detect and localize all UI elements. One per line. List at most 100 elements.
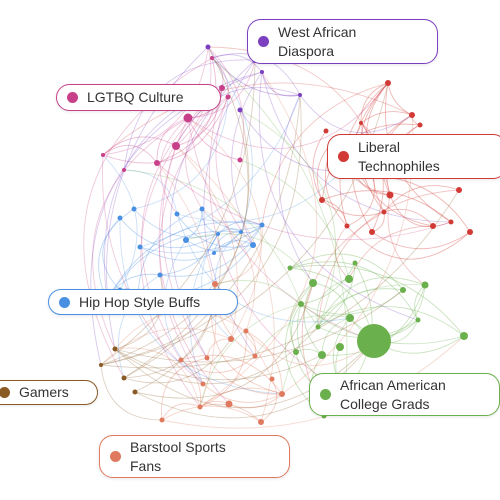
graph-node-hiphop[interactable] (216, 232, 220, 236)
label-barstool-sports-fans[interactable]: Barstool Sports Fans (99, 435, 290, 478)
graph-node-african-american[interactable] (460, 332, 468, 340)
graph-node-lgbtq[interactable] (122, 168, 126, 172)
graph-node-hiphop[interactable] (174, 211, 180, 217)
graph-node-lgbtq[interactable] (101, 153, 105, 157)
graph-edge (159, 96, 229, 385)
graph-edge (317, 277, 426, 328)
label-hip-hop-style-buffs[interactable]: Hip Hop Style Buffs (48, 289, 238, 315)
graph-node-lgbtq[interactable] (225, 94, 231, 100)
graph-node-african-american[interactable] (287, 265, 293, 271)
graph-node-lgbtq[interactable] (237, 157, 243, 163)
graph-node-barstool[interactable] (225, 400, 233, 408)
african-american-college-grads-label-line2: College Grads (340, 395, 430, 412)
graph-node-liberal[interactable] (359, 121, 363, 125)
graph-node-barstool[interactable] (178, 357, 184, 363)
graph-node-african-american[interactable] (309, 279, 317, 287)
graph-node-barstool[interactable] (212, 281, 218, 287)
african-american-college-grads-label-line1: African American (340, 376, 446, 393)
graph-node-barstool[interactable] (159, 417, 165, 423)
graph-node-liberal[interactable] (369, 229, 375, 235)
graph-node-hiphop[interactable] (157, 272, 163, 278)
graph-node-lgbtq[interactable] (183, 113, 193, 123)
graph-node-barstool[interactable] (204, 355, 210, 361)
label-lgtbq-culture[interactable]: LGTBQ Culture (56, 84, 221, 111)
graph-node-african-american[interactable] (346, 314, 354, 322)
graph-node-hiphop[interactable] (259, 222, 265, 228)
graph-node-hiphop[interactable] (137, 244, 143, 250)
gamers-dot (0, 387, 10, 398)
graph-node-hiphop[interactable] (117, 215, 123, 221)
graph-edge (114, 289, 404, 363)
label-african-american-college-grads[interactable]: African American College Grads (309, 373, 500, 416)
graph-node-hiphop[interactable] (250, 242, 256, 248)
graph-node-hiphop[interactable] (212, 251, 216, 255)
graph-node-african-american[interactable] (415, 317, 421, 323)
graph-node-barstool[interactable] (200, 381, 206, 387)
graph-node-african-american[interactable] (357, 324, 391, 358)
graph-edge (104, 71, 263, 301)
graph-edge (187, 59, 256, 119)
graph-node-barstool[interactable] (197, 404, 203, 410)
graph-node-barstool[interactable] (258, 419, 264, 425)
graph-node-african-american[interactable] (315, 324, 321, 330)
graph-node-liberal[interactable] (319, 197, 325, 203)
graph-edge (346, 225, 471, 260)
graph-node-liberal[interactable] (467, 229, 473, 235)
graph-node-lgbtq[interactable] (172, 142, 180, 150)
graph-node-liberal[interactable] (386, 191, 394, 199)
graph-node-gamers[interactable] (112, 346, 118, 352)
graph-node-african-american[interactable] (336, 343, 344, 351)
graph-node-gamers[interactable] (121, 375, 127, 381)
graph-node-barstool[interactable] (279, 391, 285, 397)
graph-node-liberal[interactable] (409, 112, 415, 118)
graph-node-liberal[interactable] (381, 209, 387, 215)
graph-edge (175, 87, 223, 147)
graph-node-lgbtq[interactable] (154, 160, 160, 166)
label-liberal-technophiles[interactable]: Liberal Technophiles (327, 134, 500, 179)
graph-edge (102, 136, 177, 156)
graph-node-barstool[interactable] (269, 376, 275, 382)
graph-node-african-american[interactable] (400, 287, 406, 293)
graph-edge (114, 347, 201, 408)
graph-node-gamers[interactable] (99, 363, 103, 367)
graph-node-west-african[interactable] (298, 93, 302, 97)
graph-edge (123, 338, 232, 384)
graph-node-liberal[interactable] (448, 219, 454, 225)
barstool-sports-fans-dot (110, 451, 121, 462)
graph-node-liberal[interactable] (344, 223, 350, 229)
graph-edge (211, 57, 253, 233)
graph-node-liberal[interactable] (385, 80, 391, 86)
graph-node-west-african[interactable] (205, 44, 211, 50)
graph-node-barstool[interactable] (243, 328, 249, 334)
graph-edge (187, 117, 375, 342)
graph-edge (180, 359, 202, 408)
graph-node-barstool[interactable] (228, 336, 234, 342)
graph-node-liberal[interactable] (430, 223, 436, 229)
graph-edge (278, 94, 314, 284)
graph-edge (300, 289, 404, 315)
graph-node-lgbtq[interactable] (210, 56, 214, 60)
graph-node-hiphop[interactable] (183, 237, 189, 243)
graph-node-liberal[interactable] (417, 122, 423, 128)
graph-node-african-american[interactable] (421, 281, 429, 289)
graph-node-liberal[interactable] (456, 187, 462, 193)
graph-node-hiphop[interactable] (131, 206, 137, 212)
graph-edge (207, 46, 245, 161)
graph-node-hiphop[interactable] (199, 206, 205, 212)
graph-node-african-american[interactable] (293, 349, 299, 355)
graph-edge (346, 175, 375, 227)
label-west-african-diaspora[interactable]: West African Diaspora (247, 19, 438, 64)
label-gamers[interactable]: Gamers (0, 380, 98, 405)
graph-node-african-american[interactable] (352, 260, 358, 266)
graph-node-african-american[interactable] (298, 301, 304, 307)
graph-node-african-american[interactable] (345, 275, 353, 283)
graph-node-liberal[interactable] (323, 128, 329, 134)
graph-node-african-american[interactable] (318, 351, 326, 359)
graph-node-hiphop[interactable] (239, 230, 243, 234)
graph-node-west-african[interactable] (260, 70, 264, 74)
graph-node-gamers[interactable] (132, 389, 138, 395)
graph-node-west-african[interactable] (237, 107, 243, 113)
west-african-diaspora-label-line2: Diaspora (278, 42, 335, 59)
graph-node-lgbtq[interactable] (219, 85, 225, 91)
graph-node-barstool[interactable] (252, 353, 258, 359)
